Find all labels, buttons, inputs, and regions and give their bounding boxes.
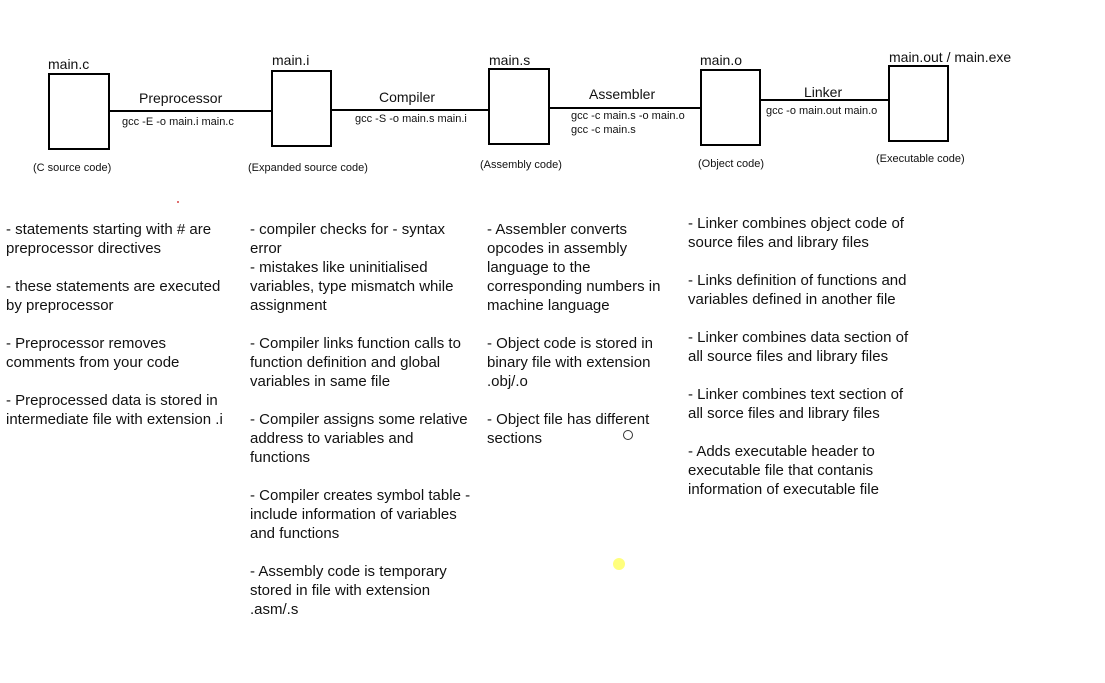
note-item: - Linker combines text section of all so… [688,386,904,422]
note-item: - Links definition of functions and vari… [688,272,907,308]
note-item: - Compiler creates symbol table - includ… [250,487,471,542]
file-label-main-s: main.s [489,52,531,68]
desc-label-assembly: (Assembly code) [480,159,562,171]
command-linker: gcc -o main.out main.o [766,105,878,117]
file-label-main-o: main.o [700,52,743,68]
stage-label-preprocessor: Preprocessor [139,90,223,106]
desc-label-expanded: (Expanded source code) [248,162,368,174]
stage-label-compiler: Compiler [379,89,436,105]
file-box-main-s [488,68,550,145]
notes-compiler: - compiler checks for - syntax error - m… [250,220,472,638]
note-item: - Object code is stored in binary file w… [487,335,653,390]
file-label-main-c: main.c [48,56,90,72]
highlight-dot-icon [613,558,625,570]
command-list-preprocessor: gcc -E -o main.i main.c [122,115,234,129]
file-box-main-out [888,65,949,142]
file-box-main-c [48,73,110,150]
file-label-main-out: main.out / main.exe [889,49,1012,65]
note-item: - Object file has different sections [487,411,650,447]
desc-label-source: (C source code) [33,162,112,174]
command-list-linker: gcc -o main.out main.o [766,104,877,118]
note-item: - Assembly code is temporary stored in f… [250,563,447,618]
arrow-line-compiler [332,109,489,111]
arrow-line-preprocessor [110,110,271,112]
note-item: - compiler checks for - syntax error - m… [250,221,454,314]
note-item: - these statements are executed by prepr… [6,278,221,314]
stray-mark [177,201,179,203]
note-item: - Compiler assigns some relative address… [250,411,468,466]
cursor-ring-icon [623,430,633,440]
desc-label-object: (Object code) [698,158,765,170]
notes-assembler: - Assembler converts opcodes in assembly… [487,220,672,467]
note-item: - Adds executable header to executable f… [688,443,879,498]
note-item: - Preprocessed data is stored in interme… [6,392,223,428]
command-preprocessor: gcc -E -o main.i main.c [122,116,234,128]
note-item: - Preprocessor removes comments from you… [6,335,180,371]
file-box-main-i [271,70,332,147]
note-item: - Assembler converts opcodes in assembly… [487,221,661,314]
command-assembler-2: gcc -c main.s [571,124,636,136]
notes-preprocessor: - statements starting with # are preproc… [6,220,234,448]
stage-label-linker: Linker [804,84,843,100]
command-assembler-1: gcc -c main.s -o main.o [571,110,685,122]
file-label-main-i: main.i [272,52,310,68]
arrow-line-assembler [550,107,701,109]
file-box-main-o [700,69,761,146]
command-list-assembler: gcc -c main.s -o main.o gcc -c main.s [571,109,685,137]
stage-label-assembler: Assembler [589,86,656,102]
command-list-compiler: gcc -S -o main.s main.i [355,112,467,126]
arrow-line-linker [761,99,889,101]
note-item: - statements starting with # are preproc… [6,221,212,257]
command-compiler: gcc -S -o main.s main.i [355,113,467,125]
note-item: - Compiler links function calls to funct… [250,335,461,390]
note-item: - Linker combines object code of source … [688,215,904,251]
desc-label-executable: (Executable code) [876,153,965,165]
note-item: - Linker combines data section of all so… [688,329,909,365]
notes-linker: - Linker combines object code of source … [688,214,913,518]
